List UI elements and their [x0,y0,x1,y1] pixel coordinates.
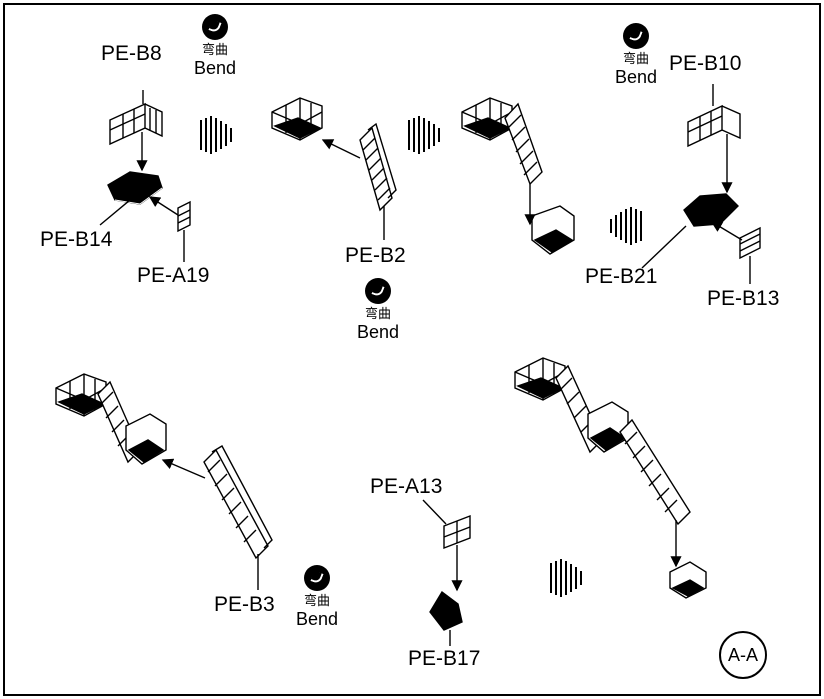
part-stage3-assembly [461,97,575,255]
arrow-b2 [321,139,361,159]
bend-note-cn: 弯曲 [201,43,228,58]
label-pe-b17: PE-B17 [408,647,481,670]
part-pe-b3-stair [203,445,273,560]
bend-note-en: Bend [614,67,658,87]
part-pe-b8-railing [109,102,163,146]
arrow-b3 [161,458,206,479]
arrow-b13 [710,221,743,241]
bend-icon [365,278,391,304]
label-pe-b10: PE-B10 [669,52,742,75]
step-arrows [200,116,642,597]
bend-note-2: 弯曲 Bend [601,23,671,87]
step-arrow-3 [610,207,642,245]
part-pe-b17-base [429,590,463,631]
step-arrow-2 [408,116,440,154]
label-pe-b3: PE-B3 [214,593,275,616]
bend-note-1: 弯曲 Bend [180,14,250,78]
bend-note-4: 弯曲 Bend [282,565,352,629]
leader-b21 [641,225,687,269]
arrow-a19 [148,196,179,216]
part-pe-a19-bracket [177,200,191,233]
part-pe-b13-bracket [739,226,761,260]
bend-icon [202,14,228,40]
label-pe-b21: PE-B21 [585,265,658,288]
bend-note-cn: 弯曲 [303,594,330,609]
part-pe-b2-stair [359,122,397,212]
part-pe-b10-railing [687,104,741,148]
label-pe-a13: PE-A13 [370,475,443,498]
step-arrow-1 [200,116,232,154]
part-stage2-platform [271,97,323,141]
bend-note-en: Bend [356,322,400,342]
bend-icon [304,565,330,591]
part-pe-b21-platform [683,193,739,227]
part-pe-b14-platform [107,171,163,205]
step-arrow-4 [550,559,582,597]
bend-note-en: Bend [193,58,237,78]
label-pe-b13: PE-B13 [707,287,780,310]
part-pe-a13-bracket [443,514,471,550]
section-badge: A-A [719,631,767,679]
bend-note-cn: 弯曲 [622,52,649,67]
leader-a13 [422,499,447,525]
bend-icon [623,23,649,49]
part-final-assembly [514,357,707,599]
label-pe-b14: PE-B14 [40,228,113,251]
bend-note-en: Bend [295,609,339,629]
bend-note-cn: 弯曲 [364,307,391,322]
label-pe-a19: PE-A19 [137,264,210,287]
label-pe-b2: PE-B2 [345,244,406,267]
leader-b14 [99,199,131,226]
bend-note-3: 弯曲 Bend [343,278,413,342]
part-stage4-assembly [55,373,167,465]
label-pe-b8: PE-B8 [101,42,162,65]
